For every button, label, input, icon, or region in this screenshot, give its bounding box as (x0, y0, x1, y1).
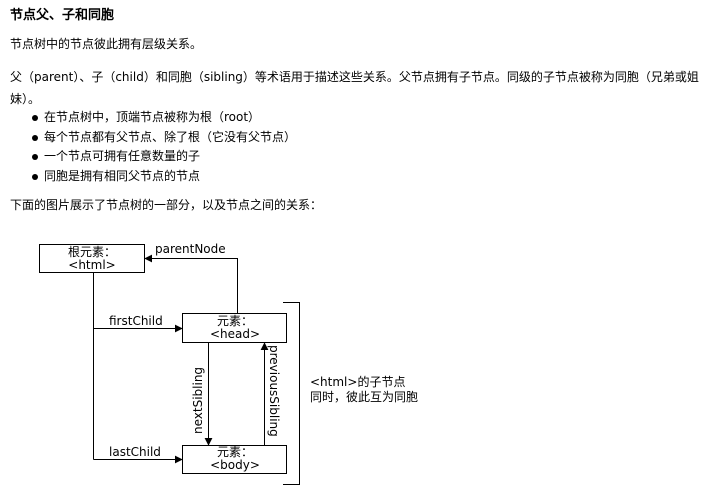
intro-paragraph: 节点树中的节点彼此拥有层级关系。 (10, 37, 203, 51)
head-node-box (182, 313, 287, 343)
children-bracket (283, 302, 300, 485)
root-box-tag: <html> (68, 258, 115, 272)
root-box-label: 根元素： (68, 245, 116, 259)
parent-node-arrow (144, 254, 238, 313)
list-item: 每个节点都有父节点、除了根（它没有父节点） (10, 128, 296, 148)
children-note-line1: <html>的子节点 (310, 374, 405, 389)
first-child-label: firstChild (109, 314, 163, 328)
next-sibling-label: nextSibling (191, 367, 205, 434)
last-child-label: lastChild (109, 445, 161, 459)
page-title: 节点父、子和同胞 (10, 8, 115, 23)
description-paragraph: 父（parent）、子（child）和同胞（sibling）等术语用于描述这些关… (10, 70, 699, 106)
previous-sibling-label: previousSibling (267, 345, 281, 437)
root-node-box (39, 244, 145, 273)
parent-node-label: parentNode (155, 242, 226, 256)
head-box-tag: <head> (210, 327, 260, 341)
list-item: 一个节点可拥有任意数量的子 (10, 147, 296, 167)
list-item: 在节点树中，顶端节点被称为根（root） (10, 108, 296, 128)
body-box-label: 元素： (217, 445, 253, 459)
body-node-box (182, 445, 287, 474)
bullet-list: 在节点树中，顶端节点被称为根（root） 每个节点都有父节点、除了根（它没有父节… (10, 108, 296, 186)
list-item: 同胞是拥有相同父节点的节点 (10, 167, 296, 187)
children-note-line2: 同时，彼此互为同胞 (310, 390, 418, 404)
head-box-label: 元素： (217, 314, 253, 328)
body-box-tag: <body> (210, 458, 260, 472)
diagram-intro: 下面的图片展示了节点树的一部分，以及节点之间的关系： (10, 198, 323, 212)
